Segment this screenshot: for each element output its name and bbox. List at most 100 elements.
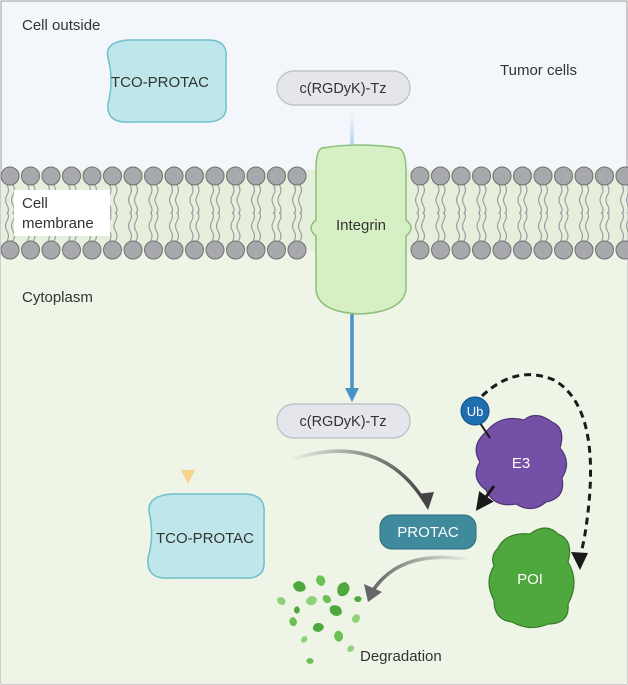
lipid-head (492, 240, 512, 260)
lipid-head (0, 240, 20, 260)
protein-fragment (322, 595, 331, 604)
protein-fragment (294, 606, 300, 614)
degradation-label: Degradation (360, 648, 442, 665)
lipid-head (533, 166, 553, 186)
lipid-head (513, 240, 532, 260)
e3-ligase-shape (475, 414, 568, 510)
lipid-tail (215, 211, 221, 242)
lipid-head (287, 166, 307, 186)
lipid-tail (420, 184, 426, 215)
degradation-fragments (277, 575, 362, 664)
tco-arrow-head (181, 470, 195, 484)
lipid-head (472, 166, 491, 186)
lipid-head (62, 166, 81, 186)
lipid-tail (584, 184, 590, 215)
lipid-tail (271, 184, 276, 215)
integrin-shape (310, 144, 412, 315)
lipid-head (410, 166, 430, 186)
membrane-label-box (14, 190, 110, 236)
lipid-tail (461, 184, 467, 215)
lipid-tail (189, 184, 194, 215)
peptide-entry-line (350, 112, 354, 170)
lipid-tail (4, 211, 10, 242)
lipid-tail (209, 211, 215, 242)
lipid-head (451, 166, 471, 186)
lipid-tail (127, 184, 133, 215)
lipid-head (533, 240, 553, 260)
cytoplasm-label: Cytoplasm (22, 289, 93, 306)
lipid-head (267, 166, 286, 186)
degradation-arrow-head (364, 584, 382, 602)
lipid-tail (619, 184, 625, 215)
peptide-inside-pill (276, 403, 411, 439)
lipid-tail (605, 211, 610, 242)
lipid-head (185, 166, 204, 186)
e3-label: E3 (512, 455, 530, 472)
lipid-head (123, 240, 143, 260)
lipid-head (185, 240, 204, 260)
lipid-tail (291, 184, 297, 215)
protein-fragment (316, 575, 326, 586)
lipid-tail (523, 184, 528, 215)
lipid-head (123, 166, 143, 186)
tco-protac-inside-label: TCO-PROTAC (156, 530, 254, 547)
lipid-tail (230, 211, 235, 242)
lipid-tail (154, 211, 159, 242)
lipid-tail (168, 184, 174, 215)
lipid-tail (4, 184, 10, 215)
lipid-tail (476, 211, 481, 242)
lipid-head (103, 166, 122, 186)
lipid-tail (496, 184, 502, 215)
lipid-tail (482, 184, 487, 215)
lipid-head (205, 240, 225, 260)
protein-fragment (334, 630, 343, 642)
tco-protac-inside-shape (147, 493, 265, 579)
peptide-inside-label: c(RGDyK)-Tz (300, 414, 387, 430)
lipid-head (0, 166, 20, 186)
lipid-head (226, 166, 245, 186)
protein-fragment (312, 622, 324, 632)
lipid-tail (578, 211, 584, 242)
lipid-head (21, 166, 40, 186)
lipid-tail (537, 211, 543, 242)
lipid-head (82, 240, 102, 260)
lipid-head (246, 240, 266, 260)
lipid-tail (291, 211, 297, 242)
tco-protac-outside-shape (106, 39, 227, 123)
lipid-tail (148, 211, 153, 242)
ub-label: Ub (467, 404, 484, 419)
protein-fragment (306, 657, 314, 664)
lipid-head (615, 240, 628, 260)
lipid-tail (236, 184, 241, 215)
lipid-head (595, 166, 614, 186)
lipid-tail (256, 184, 262, 215)
lipid-head (144, 240, 163, 260)
lipid-tail (250, 184, 256, 215)
lipid-tail (113, 211, 118, 242)
lipid-tail (297, 211, 303, 242)
lipid-tail (605, 184, 610, 215)
lipid-head (144, 166, 163, 186)
lipid-tail (455, 211, 461, 242)
e3-protac-arrow (475, 485, 496, 511)
protein-fragment (354, 596, 362, 602)
protein-fragment (293, 581, 306, 592)
lipid-tail (476, 184, 481, 215)
lipid-head (554, 240, 573, 260)
lipid-head (246, 166, 266, 186)
lipid-tail (297, 184, 303, 215)
lipid-tail (619, 211, 625, 242)
protein-fragment (329, 605, 342, 617)
click-reaction-arrow-head (418, 492, 434, 510)
lipid-head (431, 166, 450, 186)
protein-fragment (301, 636, 308, 643)
poi-shape (488, 527, 575, 629)
lipid-tail (277, 184, 282, 215)
lipid-tail (441, 184, 446, 215)
lipid-tail (271, 211, 276, 242)
protac-label: PROTAC (397, 524, 459, 541)
lipid-tail (523, 211, 528, 242)
protein-fragment (306, 596, 317, 606)
click-reaction-arrow (289, 449, 427, 503)
